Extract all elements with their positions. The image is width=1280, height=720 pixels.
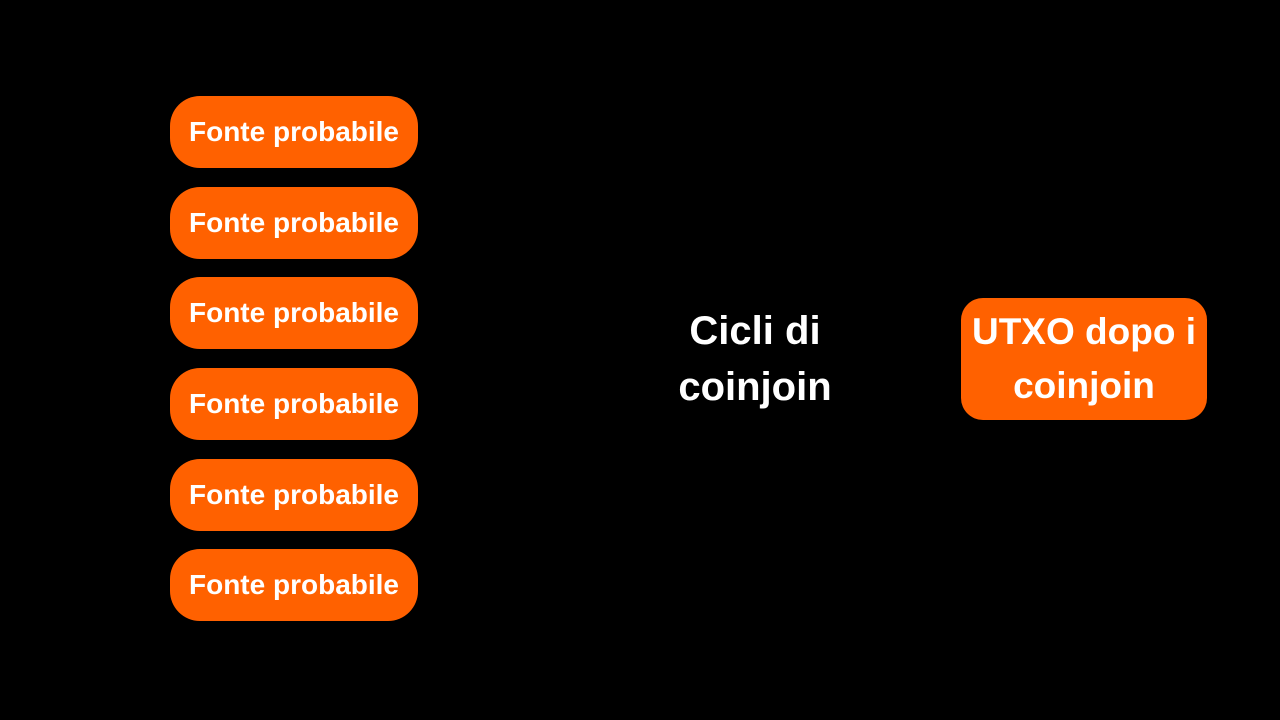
source-node: Fonte probabile — [170, 277, 418, 349]
target-utxo-node: UTXO dopo i coinjoin — [961, 298, 1207, 420]
coinjoin-cycles-label: Cicli di coinjoin — [640, 300, 870, 418]
connector-source-2 — [417, 222, 642, 351]
connector-source-4 — [417, 358, 642, 405]
source-node: Fonte probabile — [170, 549, 418, 621]
source-node-label: Fonte probabile — [189, 569, 399, 600]
center-label-line-2: coinjoin — [678, 365, 832, 409]
source-node-label: Fonte probabile — [189, 388, 399, 419]
source-node-label: Fonte probabile — [189, 116, 399, 147]
source-node: Fonte probabile — [170, 368, 418, 440]
connector-source-3 — [417, 312, 642, 359]
target-label-line-2: coinjoin — [1013, 365, 1155, 406]
connector-source-5 — [417, 367, 642, 496]
center-label-line-1: Cicli di — [689, 309, 821, 353]
source-node: Fonte probabile — [170, 96, 418, 168]
source-node-label: Fonte probabile — [189, 297, 399, 328]
source-node-label: Fonte probabile — [189, 479, 399, 510]
source-node-label: Fonte probabile — [189, 207, 399, 238]
connector-source-6 — [417, 376, 642, 586]
target-label-line-1: UTXO dopo i — [971, 311, 1197, 352]
connector-source-1 — [417, 131, 642, 342]
source-node: Fonte probabile — [170, 459, 418, 531]
source-node: Fonte probabile — [170, 187, 418, 259]
